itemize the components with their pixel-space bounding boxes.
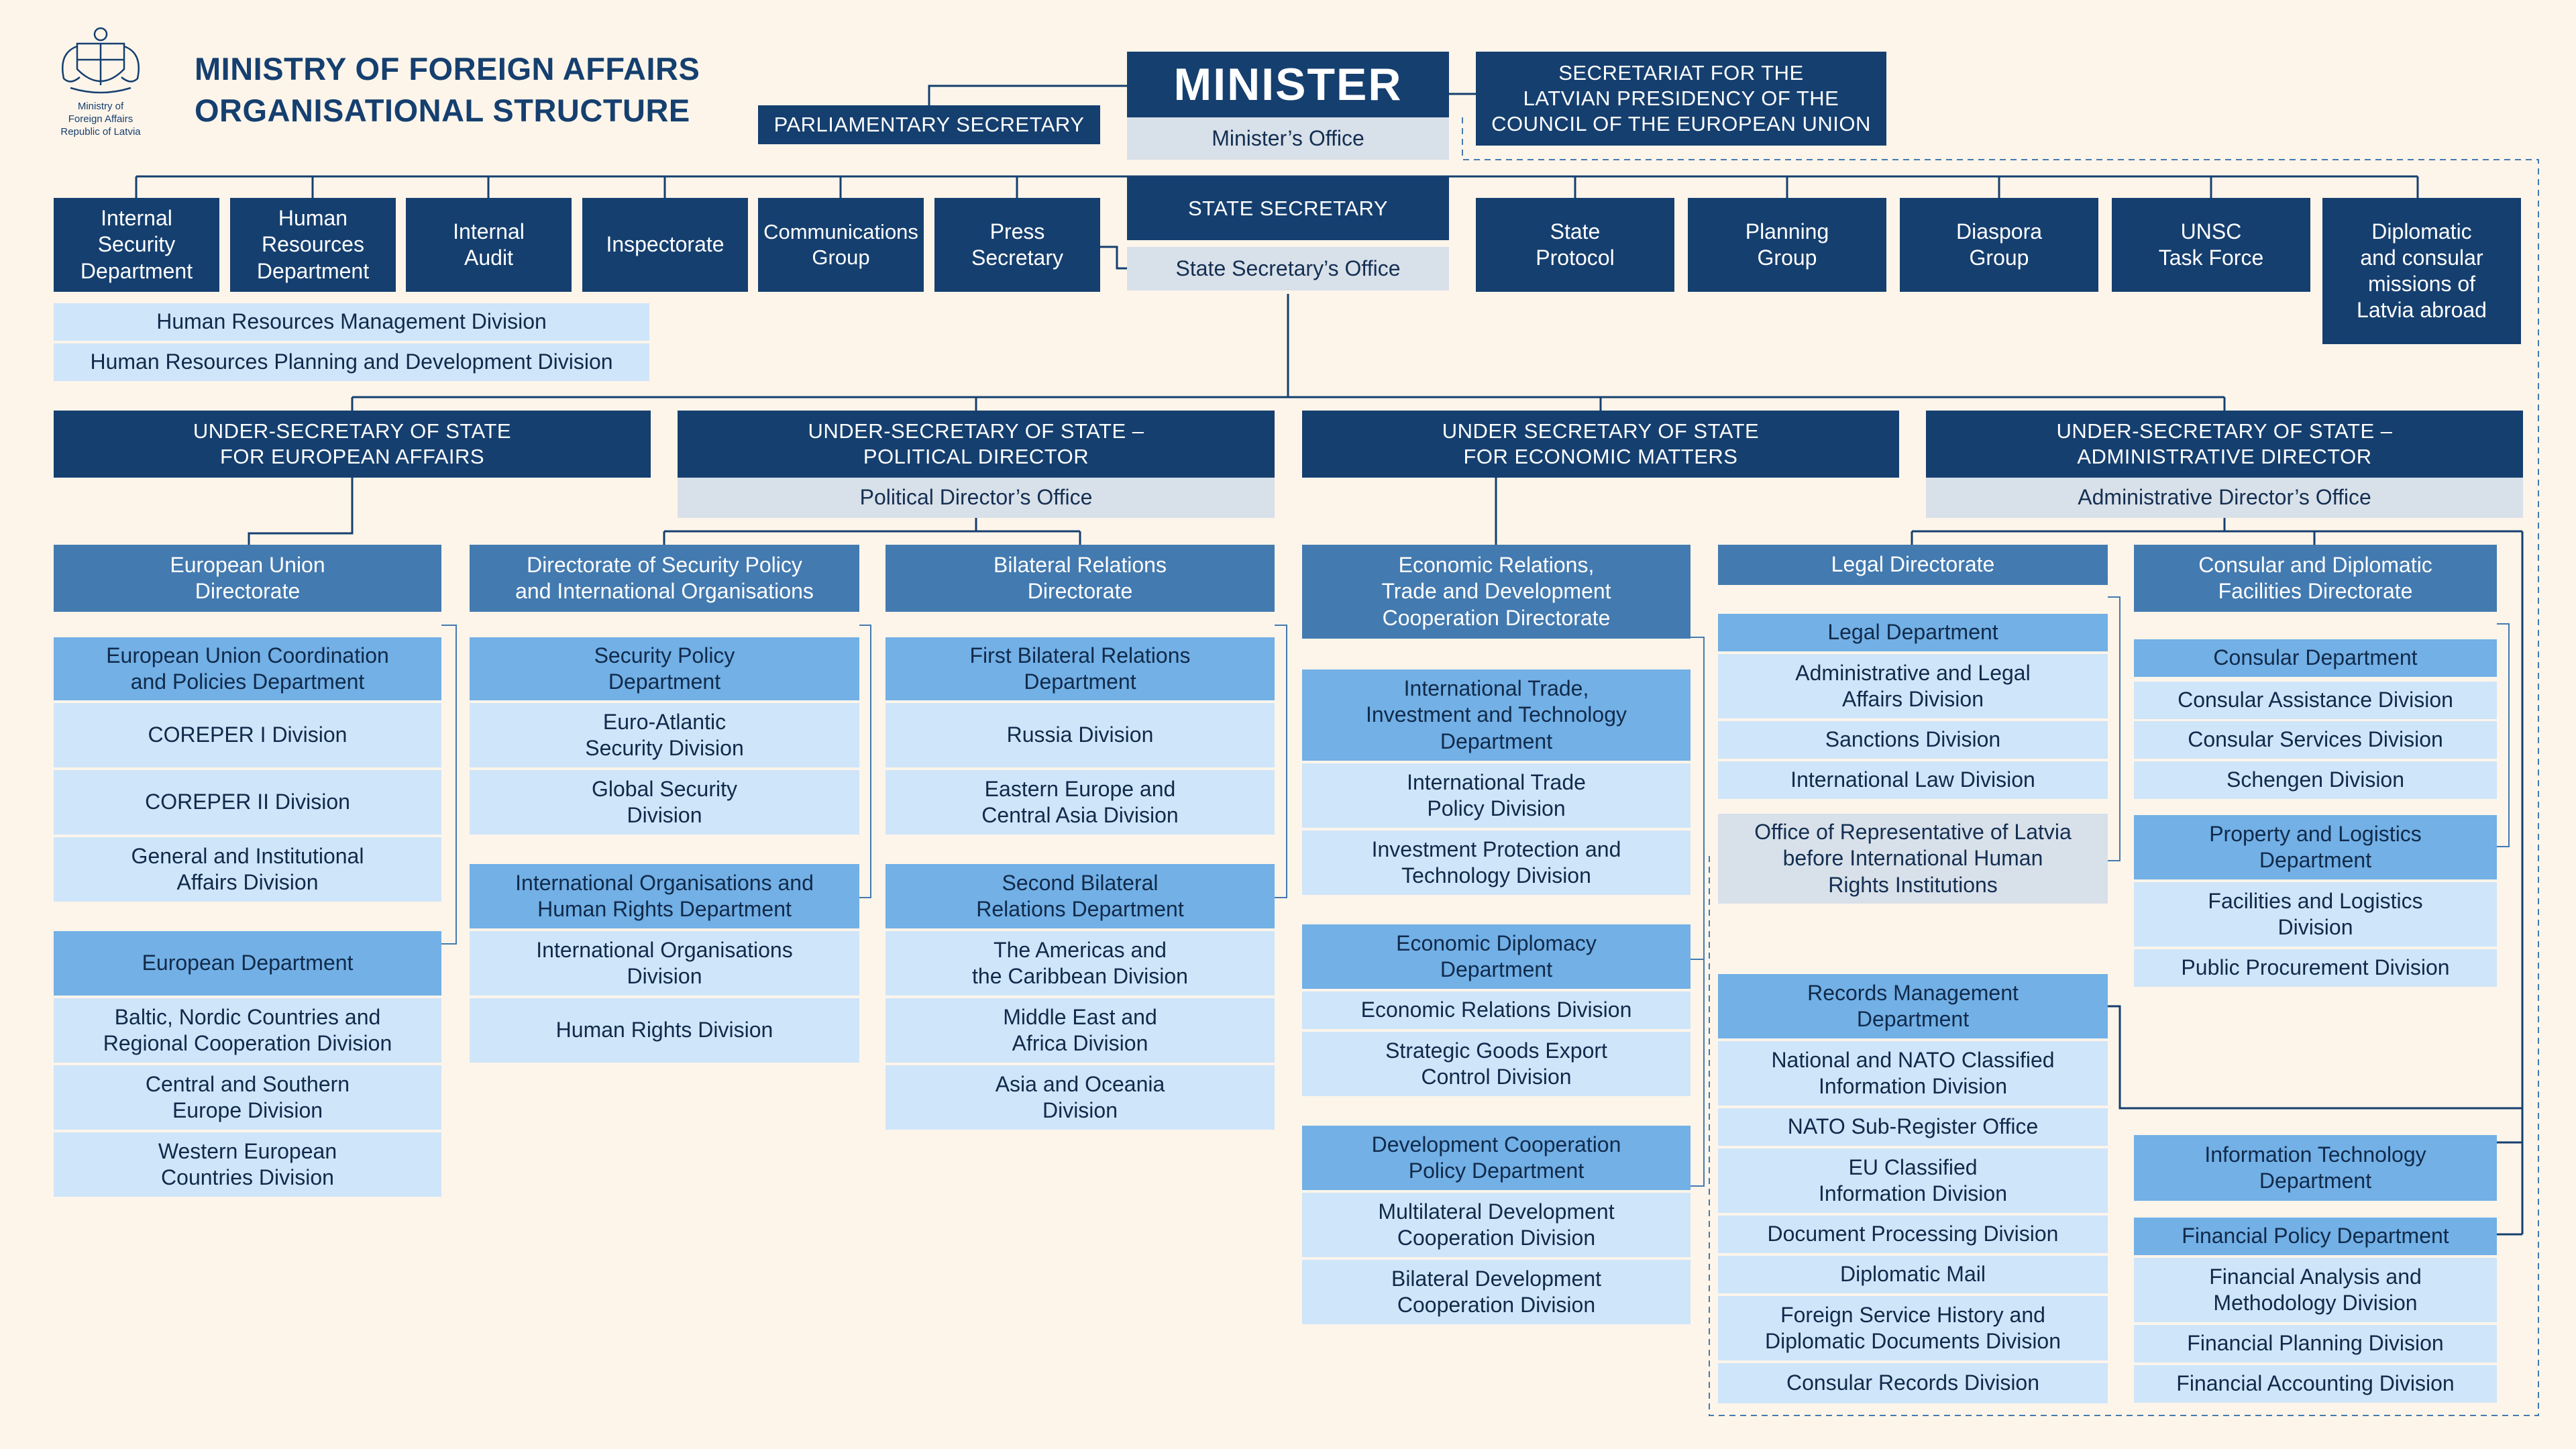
eu-directorate[interactable]: European Union Directorate [54, 545, 441, 612]
office-representative-human-rights[interactable]: Office of Representative of Latvia befor… [1718, 814, 2108, 904]
hr-management-division[interactable]: Human Resources Management Division [54, 303, 649, 341]
uss-economic-matters[interactable]: UNDER SECRETARY OF STATE FOR ECONOMIC MA… [1302, 411, 1899, 478]
diplomatic-missions-abroad[interactable]: Diplomatic and consular missions of Latv… [2322, 198, 2521, 344]
intl-trade-investment-department[interactable]: International Trade, Investment and Tech… [1302, 669, 1690, 761]
bilateral-relations-directorate[interactable]: Bilateral Relations Directorate [885, 545, 1275, 612]
communications-group[interactable]: Communications Group [758, 198, 924, 292]
administrative-director-office[interactable]: Administrative Director’s Office [1926, 478, 2523, 518]
coat-of-arms-icon [62, 27, 140, 94]
financial-analysis-division[interactable]: Financial Analysis and Methodology Divis… [2134, 1258, 2497, 1322]
legal-directorate[interactable]: Legal Directorate [1718, 545, 2108, 585]
russia-division[interactable]: Russia Division [885, 703, 1275, 767]
foreign-service-history-division[interactable]: Foreign Service History and Diplomatic D… [1718, 1296, 2108, 1360]
financial-policy-department[interactable]: Financial Policy Department [2134, 1218, 2497, 1255]
internal-audit[interactable]: Internal Audit [406, 198, 572, 292]
human-resources-department[interactable]: Human Resources Department [230, 198, 396, 292]
coreper-ii-division[interactable]: COREPER II Division [54, 770, 441, 835]
eastern-europe-central-asia-division[interactable]: Eastern Europe and Central Asia Division [885, 770, 1275, 835]
classified-information-division[interactable]: National and NATO Classified Information… [1718, 1041, 2108, 1106]
inspectorate[interactable]: Inspectorate [582, 198, 748, 292]
economic-relations-directorate[interactable]: Economic Relations, Trade and Developmen… [1302, 545, 1690, 639]
central-southern-europe-division[interactable]: Central and Southern Europe Division [54, 1065, 441, 1130]
state-secretary-box[interactable]: STATE SECRETARY [1127, 176, 1449, 240]
parliamentary-secretary-box[interactable]: PARLIAMENTARY SECRETARY [758, 105, 1100, 144]
eu-classified-information-division[interactable]: EU Classified Information Division [1718, 1148, 2108, 1213]
page-title: MINISTRY OF FOREIGN AFFAIRS ORGANISATION… [195, 51, 700, 129]
internal-security-department[interactable]: Internal Security Department [54, 198, 219, 292]
second-bilateral-department[interactable]: Second Bilateral Relations Department [885, 864, 1275, 928]
legal-department[interactable]: Legal Department [1718, 614, 2108, 651]
strategic-goods-export-division[interactable]: Strategic Goods Export Control Division [1302, 1032, 1690, 1096]
asia-oceania-division[interactable]: Asia and Oceania Division [885, 1065, 1275, 1130]
western-european-division[interactable]: Western European Countries Division [54, 1132, 441, 1197]
sanctions-division[interactable]: Sanctions Division [1718, 721, 2108, 759]
unsc-task-force[interactable]: UNSC Task Force [2112, 198, 2310, 292]
planning-group[interactable]: Planning Group [1688, 198, 1886, 292]
diaspora-group[interactable]: Diaspora Group [1900, 198, 2098, 292]
political-director-office[interactable]: Political Director’s Office [678, 478, 1275, 518]
middle-east-africa-division[interactable]: Middle East and Africa Division [885, 998, 1275, 1063]
ministers-office[interactable]: Minister’s Office [1127, 117, 1449, 160]
intl-trade-policy-division[interactable]: International Trade Policy Division [1302, 763, 1690, 828]
uss-political-director[interactable]: UNDER-SECRETARY OF STATE – POLITICAL DIR… [678, 411, 1275, 478]
eu-coordination-department[interactable]: European Union Coordination and Policies… [54, 637, 441, 700]
nato-sub-register-office[interactable]: NATO Sub-Register Office [1718, 1108, 2108, 1146]
european-department[interactable]: European Department [54, 931, 441, 996]
logo-caption: Ministry of Foreign Affairs Republic of … [60, 101, 141, 138]
administrative-legal-affairs-division[interactable]: Administrative and Legal Affairs Divisio… [1718, 654, 2108, 718]
schengen-division[interactable]: Schengen Division [2134, 761, 2497, 799]
minister-box[interactable]: MINISTER [1127, 52, 1449, 117]
security-policy-department[interactable]: Security Policy Department [470, 637, 859, 700]
hr-planning-development-division[interactable]: Human Resources Planning and Development… [54, 343, 649, 381]
global-security-division[interactable]: Global Security Division [470, 770, 859, 835]
development-cooperation-department[interactable]: Development Cooperation Policy Departmen… [1302, 1126, 1690, 1190]
records-management-department[interactable]: Records Management Department [1718, 974, 2108, 1038]
state-protocol[interactable]: State Protocol [1476, 198, 1674, 292]
general-institutional-affairs-division[interactable]: General and Institutional Affairs Divisi… [54, 837, 441, 902]
security-policy-directorate[interactable]: Directorate of Security Policy and Inter… [470, 545, 859, 612]
coreper-i-division[interactable]: COREPER I Division [54, 703, 441, 767]
document-processing-division[interactable]: Document Processing Division [1718, 1216, 2108, 1253]
public-procurement-division[interactable]: Public Procurement Division [2134, 949, 2497, 987]
americas-caribbean-division[interactable]: The Americas and the Caribbean Division [885, 931, 1275, 996]
diplomatic-mail[interactable]: Diplomatic Mail [1718, 1256, 2108, 1293]
economic-diplomacy-department[interactable]: Economic Diplomacy Department [1302, 924, 1690, 989]
facilities-logistics-division[interactable]: Facilities and Logistics Division [2134, 882, 2497, 947]
intl-orgs-human-rights-department[interactable]: International Organisations and Human Ri… [470, 864, 859, 928]
intl-organisations-division[interactable]: International Organisations Division [470, 931, 859, 996]
baltic-nordic-division[interactable]: Baltic, Nordic Countries and Regional Co… [54, 998, 441, 1063]
euro-atlantic-security-division[interactable]: Euro-Atlantic Security Division [470, 703, 859, 767]
consular-services-division[interactable]: Consular Services Division [2134, 721, 2497, 759]
financial-planning-division[interactable]: Financial Planning Division [2134, 1325, 2497, 1362]
property-logistics-department[interactable]: Property and Logistics Department [2134, 815, 2497, 879]
international-law-division[interactable]: International Law Division [1718, 761, 2108, 799]
human-rights-division[interactable]: Human Rights Division [470, 998, 859, 1063]
consular-diplomatic-facilities-directorate[interactable]: Consular and Diplomatic Facilities Direc… [2134, 545, 2497, 612]
press-secretary[interactable]: Press Secretary [934, 198, 1100, 292]
consular-department[interactable]: Consular Department [2134, 639, 2497, 677]
investment-protection-division[interactable]: Investment Protection and Technology Div… [1302, 830, 1690, 895]
financial-accounting-division[interactable]: Financial Accounting Division [2134, 1365, 2497, 1403]
information-technology-department[interactable]: Information Technology Department [2134, 1135, 2497, 1201]
state-secretary-office[interactable]: State Secretary’s Office [1127, 247, 1449, 290]
bilateral-development-division[interactable]: Bilateral Development Cooperation Divisi… [1302, 1260, 1690, 1324]
coat-of-arms-logo [50, 23, 151, 97]
consular-records-division[interactable]: Consular Records Division [1718, 1363, 2108, 1403]
secretariat-eu-presidency-box[interactable]: SECRETARIAT FOR THE LATVIAN PRESIDENCY O… [1476, 52, 1886, 146]
uss-european-affairs[interactable]: UNDER-SECRETARY OF STATE FOR EUROPEAN AF… [54, 411, 651, 478]
economic-relations-division[interactable]: Economic Relations Division [1302, 991, 1690, 1029]
first-bilateral-department[interactable]: First Bilateral Relations Department [885, 637, 1275, 700]
consular-assistance-division[interactable]: Consular Assistance Division [2134, 682, 2497, 719]
uss-administrative-director[interactable]: UNDER-SECRETARY OF STATE – ADMINISTRATIV… [1926, 411, 2523, 478]
multilateral-development-division[interactable]: Multilateral Development Cooperation Div… [1302, 1193, 1690, 1257]
